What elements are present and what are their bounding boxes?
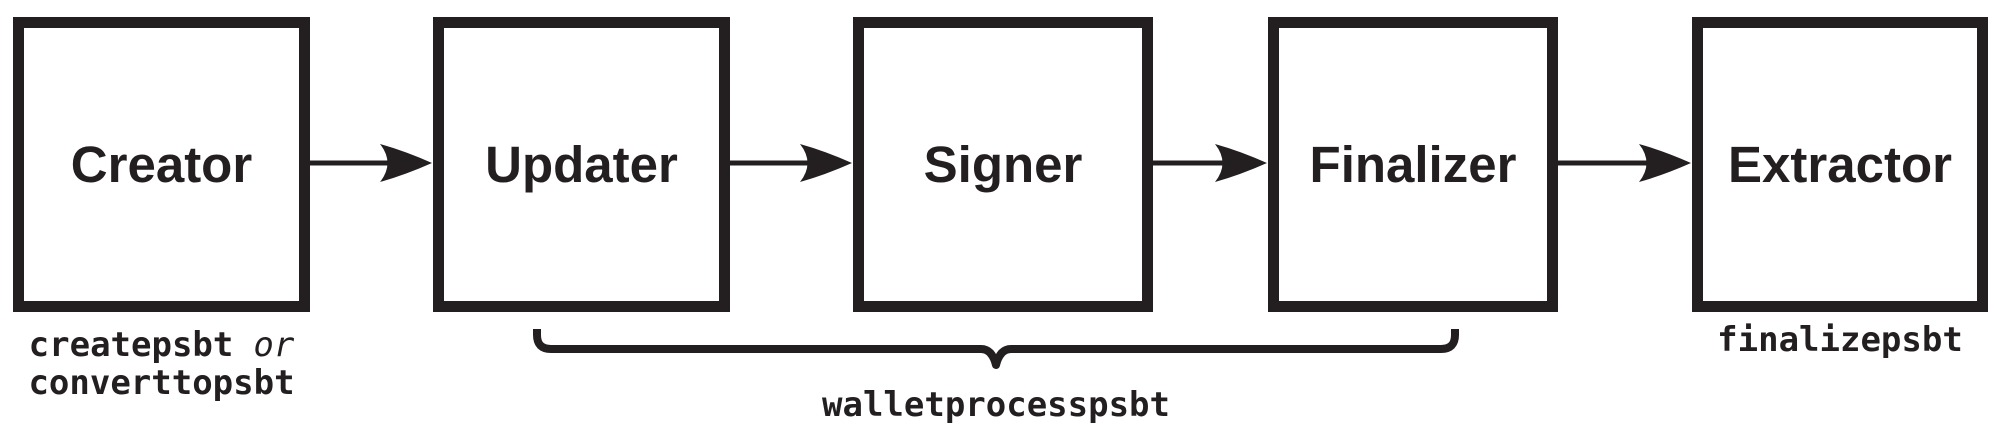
finalizepsbt-note: finalizepsbt [1717,320,1963,360]
arrow-updater-to-signer-icon [730,144,852,182]
stage-label-extractor: Extractor [1728,136,1952,193]
arrow-creator-to-updater-icon [310,144,432,182]
createpsbt-command: createpsbt [28,325,234,365]
creator-commands-note: createpsbt or converttopsbt [13,326,310,402]
stage-label-finalizer: Finalizer [1309,136,1517,193]
creator-commands-line1: createpsbt or [13,326,310,364]
wallet-brace-icon [533,329,1459,369]
or-conjunction: or [253,325,295,365]
stage-box-creator: Creator [13,17,310,312]
stage-box-extractor: Extractor [1692,17,1988,312]
stage-label-signer: Signer [923,136,1083,193]
walletprocesspsbt-note: walletprocesspsbt [822,385,1170,425]
arrow-signer-to-finalizer-icon [1153,144,1267,182]
stage-box-updater: Updater [433,17,730,312]
stage-box-signer: Signer [853,17,1153,312]
stage-label-creator: Creator [70,136,253,193]
creator-commands-line2: converttopsbt [13,364,310,402]
arrow-finalizer-to-extractor-icon [1558,144,1691,182]
stage-label-updater: Updater [485,136,678,193]
stage-box-finalizer: Finalizer [1268,17,1558,312]
converttopsbt-command: converttopsbt [28,363,295,403]
